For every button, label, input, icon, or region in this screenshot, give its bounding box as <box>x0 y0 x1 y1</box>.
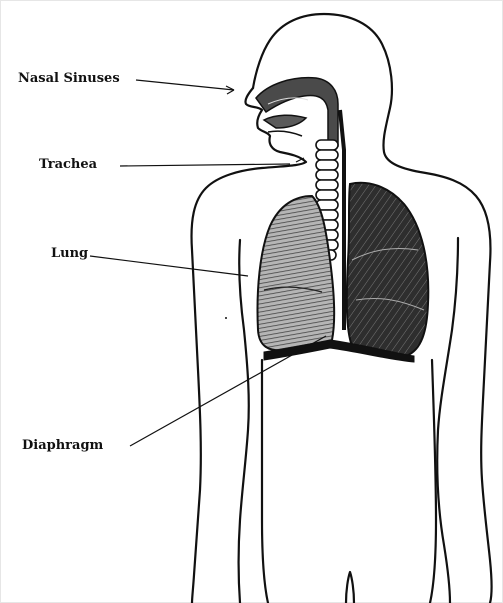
body-outline <box>192 14 492 603</box>
label-trachea: Trachea <box>39 157 97 172</box>
right-lung <box>347 183 428 357</box>
left-hip <box>262 360 268 603</box>
lung-pointer <box>90 256 248 276</box>
esophagus <box>340 110 344 330</box>
label-diaphragm: Diaphragm <box>22 438 103 453</box>
right-hip <box>430 360 436 603</box>
right-arm-inner <box>437 238 458 603</box>
nasal-pointer <box>136 80 234 90</box>
left-arm-inner <box>239 240 249 603</box>
body-mark <box>225 317 227 319</box>
diaphragm-pointer <box>130 336 326 446</box>
left-lung <box>258 196 335 350</box>
label-lung: Lung <box>51 246 88 261</box>
nasal-cavity <box>256 78 338 146</box>
trachea-pointer <box>120 164 290 166</box>
leg-split <box>346 572 354 603</box>
label-nasal-sinuses: Nasal Sinuses <box>18 71 120 86</box>
